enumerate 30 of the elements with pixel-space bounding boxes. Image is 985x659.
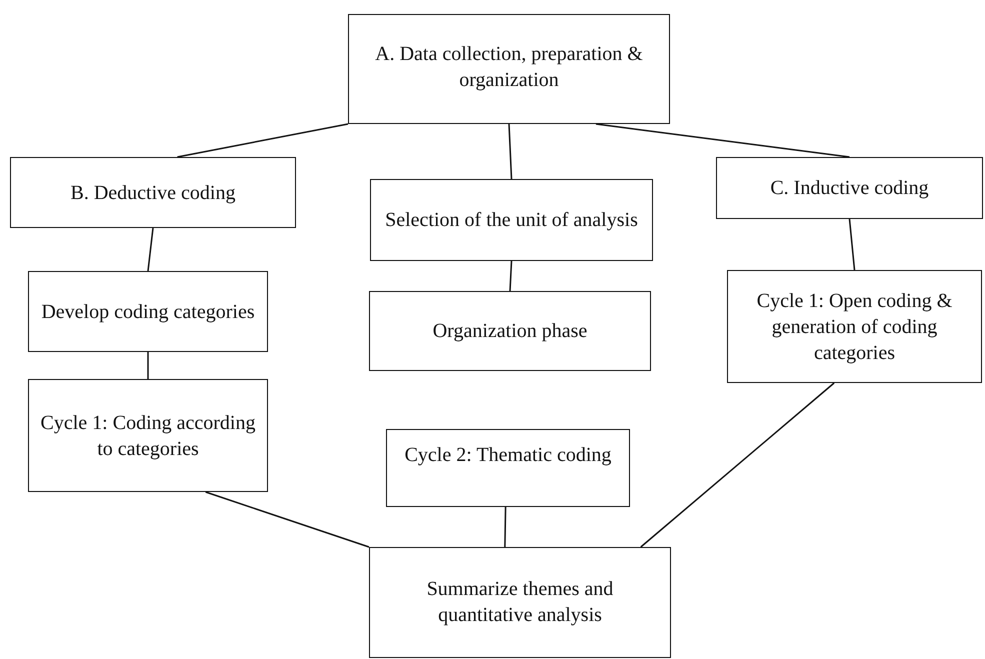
process-box (369, 291, 651, 371)
box-text: Summarize themes and quantitative analysis (426, 577, 614, 628)
process-box (10, 157, 296, 228)
connector-line (147, 228, 154, 272)
connector-line (508, 124, 512, 180)
connector-line (504, 506, 506, 548)
connector-line (205, 491, 370, 548)
process-box (716, 157, 983, 219)
box-text: Cycle 1: Open coding & generation of coding categories (756, 288, 954, 366)
connector-line (848, 218, 856, 270)
connector-line (147, 352, 149, 379)
box-text: Selection of the unit of analysis (385, 208, 638, 233)
box-text: Develop coding categories (41, 300, 255, 324)
process-box (28, 271, 268, 352)
process-box (369, 547, 671, 658)
box-text: Cycle 2: Thematic coding (404, 443, 612, 468)
process-box (28, 379, 268, 492)
process-box (370, 179, 653, 261)
box-text: Organization phase (432, 319, 588, 344)
connector-line (177, 123, 348, 158)
box-text: B. Deductive coding (70, 180, 236, 206)
process-box (386, 429, 630, 507)
connector-line (596, 123, 850, 158)
connector-line (640, 382, 835, 548)
box-text: Cycle 1: Coding according to categories (40, 410, 256, 462)
process-box (348, 14, 670, 124)
box-text: C. Inductive coding (770, 176, 929, 201)
process-box (727, 270, 982, 383)
box-text: A. Data collection, preparation & organization (374, 42, 644, 93)
connector-line (509, 260, 512, 292)
